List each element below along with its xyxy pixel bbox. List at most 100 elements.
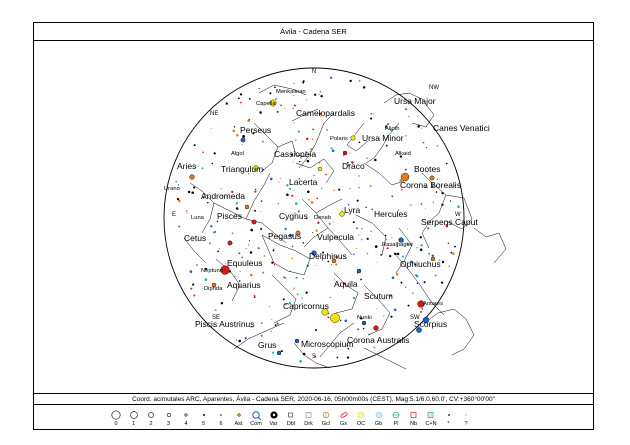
label-perseus: Perseus bbox=[240, 125, 271, 135]
field-star bbox=[396, 245, 398, 247]
field-star bbox=[358, 234, 360, 236]
field-star bbox=[338, 188, 341, 191]
open-cluster-icon bbox=[352, 410, 370, 420]
circle-mag-6-icon bbox=[212, 410, 230, 420]
field-star bbox=[244, 336, 247, 340]
legend-label: 4 bbox=[184, 421, 188, 427]
field-star bbox=[425, 147, 427, 149]
field-star bbox=[380, 254, 382, 256]
field-star bbox=[340, 319, 342, 322]
field-star bbox=[322, 251, 325, 254]
chart-caption: Coord. acimutales ARC, Aparentes, Ávila … bbox=[34, 393, 593, 405]
field-star bbox=[335, 263, 338, 266]
field-star bbox=[332, 221, 334, 223]
field-star bbox=[252, 132, 255, 135]
field-star bbox=[371, 208, 373, 210]
field-star bbox=[284, 107, 286, 109]
field-star bbox=[251, 326, 253, 328]
direction-n: N bbox=[312, 69, 316, 75]
field-star bbox=[377, 139, 380, 141]
field-star bbox=[313, 175, 315, 177]
field-star bbox=[249, 273, 253, 277]
field-star bbox=[288, 233, 292, 237]
field-star bbox=[274, 324, 277, 327]
field-star bbox=[394, 252, 397, 256]
field-star bbox=[404, 108, 407, 111]
field-star bbox=[235, 207, 239, 210]
label-hercules: Hercules bbox=[374, 209, 408, 219]
field-star bbox=[297, 210, 300, 213]
field-star bbox=[293, 287, 295, 290]
field-star bbox=[370, 230, 372, 232]
field-star bbox=[306, 159, 310, 163]
field-star bbox=[325, 173, 327, 176]
label-microscopium: Microscopium bbox=[301, 339, 353, 349]
field-star bbox=[294, 202, 298, 205]
field-star bbox=[257, 247, 260, 250]
field-star bbox=[239, 93, 243, 96]
field-star bbox=[296, 293, 299, 296]
label-aquarius: Aquarius bbox=[227, 280, 261, 290]
field-star bbox=[427, 227, 430, 230]
variable-star-icon bbox=[265, 410, 283, 420]
field-star bbox=[419, 248, 423, 252]
field-star bbox=[331, 149, 335, 153]
field-star bbox=[286, 193, 289, 196]
field-star bbox=[307, 190, 310, 194]
field-star bbox=[366, 252, 369, 255]
field-star bbox=[299, 360, 302, 363]
field-star bbox=[290, 153, 294, 156]
planetary-nebula-icon bbox=[387, 410, 405, 420]
circle-mag-3-icon bbox=[160, 410, 178, 420]
direction-ne: NE bbox=[210, 111, 218, 117]
field-star bbox=[280, 350, 283, 353]
label-grus: Grus bbox=[258, 340, 276, 350]
field-star bbox=[319, 90, 322, 93]
legend-label: C+N bbox=[425, 421, 437, 427]
field-star bbox=[210, 225, 213, 228]
field-star bbox=[190, 287, 193, 290]
sky-map[interactable]: N NW NE W E SW SE S Ursa Major Camelopar… bbox=[34, 23, 595, 393]
field-star bbox=[453, 185, 456, 187]
field-star bbox=[202, 196, 205, 199]
label-polaris: Polaris bbox=[330, 136, 348, 142]
field-star bbox=[260, 200, 263, 203]
field-star bbox=[420, 203, 423, 205]
field-star bbox=[302, 80, 305, 83]
field-star bbox=[269, 177, 273, 181]
unknown-object-icon bbox=[457, 410, 475, 420]
field-star bbox=[204, 278, 208, 281]
field-star bbox=[255, 188, 257, 191]
field-star bbox=[298, 178, 301, 180]
field-star bbox=[376, 261, 378, 263]
field-star bbox=[232, 129, 236, 133]
field-star bbox=[445, 223, 449, 227]
legend-item: Pl bbox=[387, 407, 405, 429]
field-star bbox=[452, 252, 455, 255]
field-star bbox=[347, 203, 350, 206]
field-star bbox=[383, 315, 385, 317]
field-star bbox=[211, 162, 214, 165]
field-star bbox=[385, 238, 388, 241]
direction-nw: NW bbox=[429, 85, 439, 91]
legend-label: Pl bbox=[393, 421, 399, 427]
field-star bbox=[344, 319, 348, 323]
label-ophiuchus: Ophiuchus bbox=[400, 259, 441, 269]
field-star bbox=[385, 144, 388, 147]
field-star bbox=[329, 297, 331, 299]
field-star bbox=[331, 264, 333, 266]
field-star bbox=[314, 355, 317, 358]
field-star bbox=[315, 264, 317, 267]
field-star bbox=[389, 254, 392, 258]
field-star bbox=[436, 178, 438, 181]
comet-icon bbox=[247, 410, 265, 420]
field-star bbox=[432, 201, 434, 203]
bright-stars bbox=[189, 99, 436, 356]
field-star bbox=[348, 164, 350, 166]
nebula-icon bbox=[405, 410, 423, 420]
label-cassiopeia: Cassiopeia bbox=[274, 149, 316, 159]
field-star bbox=[369, 185, 372, 187]
field-star bbox=[177, 184, 180, 186]
field-star bbox=[231, 190, 234, 194]
